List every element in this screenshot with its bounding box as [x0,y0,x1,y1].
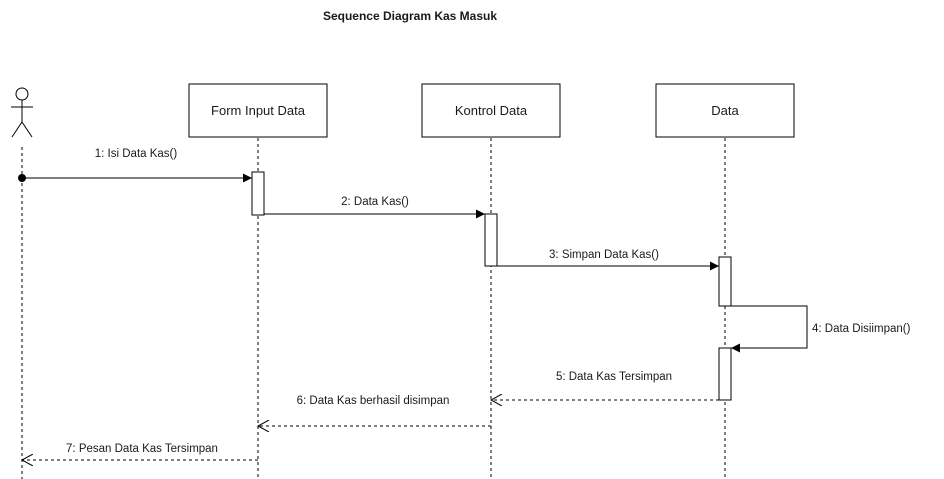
message-label: 7: Pesan Data Kas Tersimpan [66,443,218,455]
participant-label: Kontrol Data [455,103,528,118]
participant-data: Data [655,83,795,138]
message-label: 6: Data Kas berhasil disimpan [297,395,450,407]
message-3: 3: Simpan Data Kas() [497,249,719,271]
message-label: 4: Data Disiimpan() [812,323,911,335]
message-2: 2: Data Kas() [264,196,485,219]
message-7: 7: Pesan Data Kas Tersimpan [22,443,258,460]
message-5: 5: Data Kas Tersimpan [556,371,672,383]
activation-bar [251,171,265,216]
participant-form-input-data: Form Input Data [188,83,328,138]
message-4: 4: Data Disiimpan() [731,305,911,353]
activation-bar [484,213,498,267]
message-6: 6: Data Kas berhasil disimpan [297,395,719,407]
actor-icon [11,87,33,138]
participant-label: Form Input Data [211,103,306,118]
participant-label: Data [711,103,739,118]
message-label: 2: Data Kas() [341,196,409,208]
message-1: 1: Isi Data Kas() [18,148,252,183]
diagram-title: Sequence Diagram Kas Masuk [323,9,497,23]
participant-kontrol-data: Kontrol Data [421,83,561,138]
activation-bar [718,256,732,307]
message-label: 1: Isi Data Kas() [95,148,178,160]
message-label: 3: Simpan Data Kas() [549,249,659,261]
message-label: 5: Data Kas Tersimpan [556,371,672,383]
activation-bar [718,347,732,401]
